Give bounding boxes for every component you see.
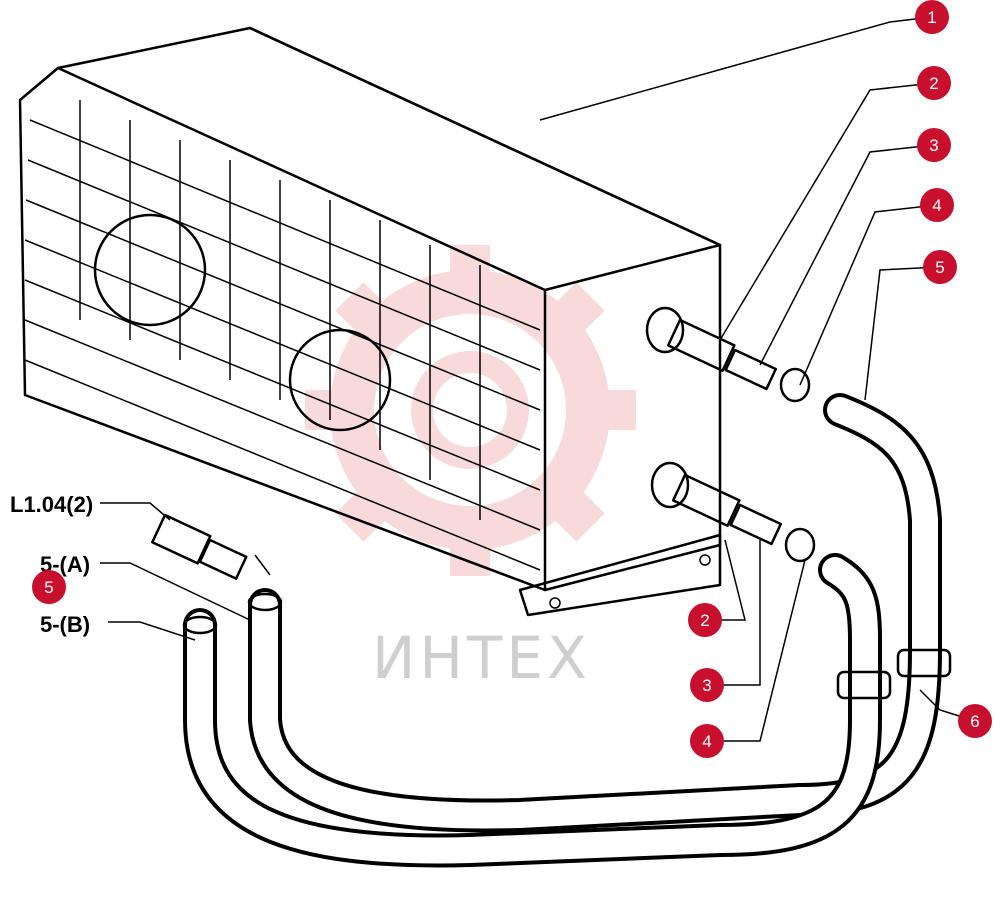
callout-3-lower[interactable]: 3 <box>690 668 724 702</box>
svg-text:2: 2 <box>700 611 709 630</box>
watermark-text: ИНТЕХ <box>372 624 591 692</box>
svg-text:6: 6 <box>970 712 979 731</box>
svg-text:3: 3 <box>702 676 711 695</box>
part-labels: L1.04(2) 5-(A) 5-(B) <box>10 492 93 637</box>
callout-1[interactable]: 1 <box>915 0 949 34</box>
svg-text:1: 1 <box>927 8 936 27</box>
callout-6[interactable]: 6 <box>958 704 992 738</box>
svg-text:2: 2 <box>929 74 938 93</box>
callout-3-upper[interactable]: 3 <box>917 128 951 162</box>
svg-text:5: 5 <box>935 258 944 277</box>
callout-4-upper[interactable]: 4 <box>920 188 954 222</box>
label-l104: L1.04(2) <box>10 492 93 517</box>
svg-text:4: 4 <box>702 732 711 751</box>
upper-fitting <box>645 306 811 403</box>
callout-5-upper[interactable]: 5 <box>923 250 957 284</box>
hose-assembly <box>182 393 952 868</box>
label-5b: 5-(B) <box>40 612 90 637</box>
callouts: 1 2 3 4 5 5 2 3 <box>32 0 992 758</box>
callout-2-upper[interactable]: 2 <box>917 66 951 100</box>
callout-4-lower[interactable]: 4 <box>690 724 724 758</box>
heater-core <box>18 26 722 617</box>
svg-text:5: 5 <box>44 578 53 597</box>
lower-fitting <box>650 461 816 563</box>
watermark-logo <box>305 245 636 576</box>
sensor-part <box>151 513 271 580</box>
svg-text:3: 3 <box>929 136 938 155</box>
svg-text:4: 4 <box>932 196 941 215</box>
callout-5-left[interactable]: 5 <box>32 570 66 604</box>
callout-2-lower[interactable]: 2 <box>688 603 722 637</box>
